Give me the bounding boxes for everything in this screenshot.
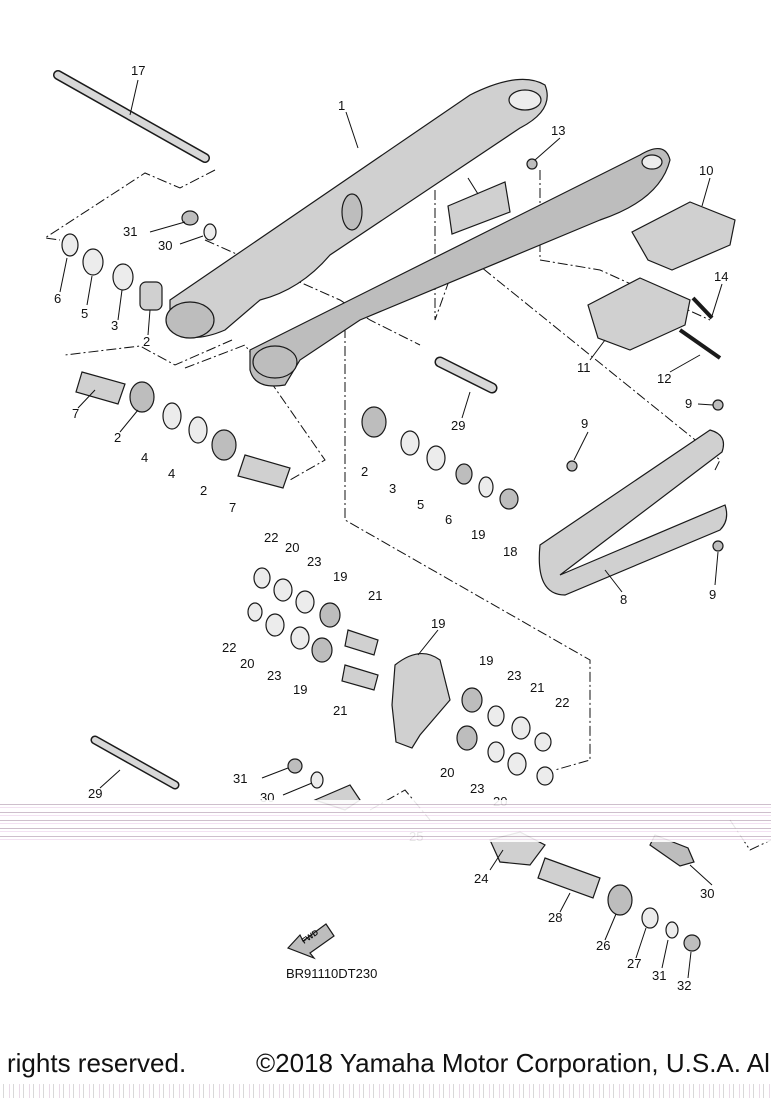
callout-4: 4 [141, 450, 148, 465]
callout-26: 27 [627, 956, 641, 971]
callout-2: 2 [143, 334, 150, 349]
callout-27: 28 [548, 910, 562, 925]
callout-7: 7 [72, 406, 79, 421]
copyright-left-text: l rights reserved. [0, 1048, 187, 1078]
diagram-code: BR91110DT230 [286, 966, 378, 981]
callout-2: 2 [200, 483, 207, 498]
swingarm [165, 78, 671, 387]
callout-30: 31 [652, 968, 666, 983]
callout-2: 2 [114, 430, 121, 445]
callout-2: 2 [361, 464, 368, 479]
right-pivot-hardware [361, 356, 519, 510]
callout-12: 12 [657, 371, 671, 386]
callout-30: 30 [158, 238, 172, 253]
callout-11: 11 [577, 360, 591, 375]
callout-15: 17 [131, 63, 145, 78]
callout-20: 20 [285, 540, 299, 555]
callout-leader-lines [59, 79, 723, 979]
callout-4: 4 [168, 466, 175, 481]
bushing-group-left [75, 371, 291, 489]
callout-25: 26 [596, 938, 610, 953]
callout-31: 31 [123, 224, 137, 239]
callout-20: 21 [530, 680, 544, 695]
copyright-right-text: ©2018 Yamaha Motor Corporation, U.S.A. A… [256, 1048, 771, 1078]
callout-9: 9 [581, 416, 588, 431]
callout-13: 13 [551, 123, 565, 138]
copyright-bar: l rights reserved. ©2018 Yamaha Motor Co… [0, 1044, 771, 1084]
callout-3: 3 [389, 481, 396, 496]
callout-21: 21 [368, 588, 382, 603]
callout-31: 31 [233, 771, 247, 786]
left-pivot-hardware [61, 210, 217, 311]
pivot-axle [53, 70, 210, 163]
callout-23: 23 [307, 554, 321, 569]
callout-5: 5 [81, 306, 88, 321]
fwd-arrow-icon: FWD [286, 923, 335, 960]
callout-23: 23 [470, 781, 484, 796]
callout-29: 30 [700, 886, 714, 901]
callout-29: 29 [451, 418, 465, 433]
callout-17: 19 [471, 527, 485, 542]
callout-22: 22 [222, 640, 236, 655]
callout-20: 20 [240, 656, 254, 671]
callout-6: 6 [54, 291, 61, 306]
chain-guide [538, 399, 728, 596]
callout-31: 32 [677, 978, 691, 993]
callout-21: 21 [333, 703, 347, 718]
connecting-rod-hardware [90, 735, 701, 952]
callout-28: 29 [88, 786, 102, 801]
callout-19: 20 [440, 765, 454, 780]
scan-artifact-band [0, 800, 771, 842]
callout-14: 14 [714, 269, 728, 284]
callout-5: 5 [417, 497, 424, 512]
callout-19: 19 [479, 653, 493, 668]
callout-23: 23 [267, 668, 281, 683]
scan-artifact-bottom [0, 1084, 771, 1098]
callout-16: 18 [503, 544, 517, 559]
callout-3: 3 [111, 318, 118, 333]
relay-arm [247, 567, 554, 786]
callout-18: 19 [431, 616, 445, 631]
callout-19: 19 [293, 682, 307, 697]
callout-23: 23 [507, 668, 521, 683]
callout-7: 7 [229, 500, 236, 515]
callout-6: 6 [445, 512, 452, 527]
label-sticker [447, 181, 511, 235]
nut-13 [526, 158, 538, 170]
callout-22: 22 [555, 695, 569, 710]
callout-22: 22 [264, 530, 278, 545]
chain-pullers [587, 201, 736, 360]
callout-9: 9 [709, 587, 716, 602]
callout-19: 19 [333, 569, 347, 584]
callout-24: 24 [474, 871, 488, 886]
callout-8: 8 [620, 592, 627, 607]
callout-10: 10 [699, 163, 713, 178]
callout-1: 1 [338, 98, 345, 113]
callout-9: 9 [685, 396, 692, 411]
